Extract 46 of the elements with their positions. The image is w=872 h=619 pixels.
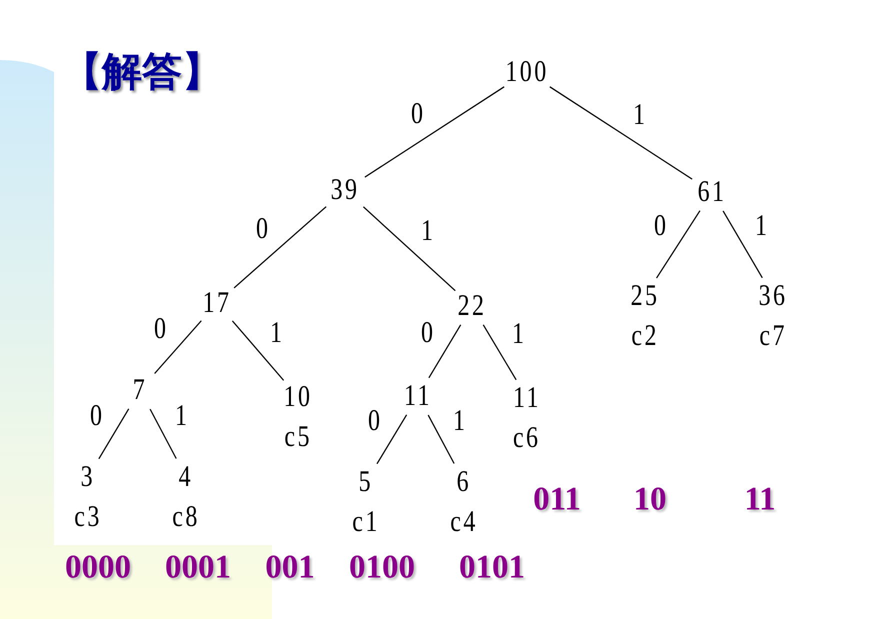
node-value: 22 [458, 289, 486, 323]
tree-branch [428, 414, 455, 464]
code-label: 001 [265, 550, 315, 586]
node-value: 25 [630, 279, 660, 313]
code-label: 0000 [65, 550, 131, 586]
code-label: 0101 [459, 550, 525, 586]
code-label: 0100 [349, 550, 415, 586]
symbol-label: c1 [352, 505, 380, 539]
node-value: 17 [202, 286, 232, 320]
tree-branch [550, 86, 692, 180]
tree-branch [364, 86, 504, 178]
tree-branch [428, 324, 462, 378]
tree-branch [722, 210, 763, 278]
node-value: 10 [284, 380, 312, 414]
code-label: 10 [634, 482, 666, 518]
symbol-label: c5 [284, 420, 312, 454]
node-value: 6 [456, 465, 472, 499]
node-value: 11 [404, 379, 432, 413]
symbol-label: c8 [172, 500, 200, 534]
code-label: 011 [533, 482, 581, 518]
tree-branch [482, 324, 517, 380]
node-value: 5 [358, 465, 374, 499]
node-value: 36 [758, 279, 788, 313]
tree-branch [150, 408, 177, 459]
node-value: 100 [505, 55, 549, 89]
tree-branch [154, 320, 202, 374]
node-value: 11 [513, 381, 541, 415]
symbol-label: c7 [759, 319, 787, 353]
code-label: 0001 [165, 550, 231, 586]
tree-branch [232, 320, 284, 381]
node-value: 7 [132, 373, 148, 407]
node-value: 39 [330, 173, 360, 207]
node-value: 4 [178, 460, 194, 494]
code-label: 11 [744, 482, 776, 518]
symbol-label: c4 [450, 505, 478, 539]
symbol-label: c2 [631, 319, 659, 353]
tree-branch [656, 210, 700, 278]
tree-branch [363, 206, 456, 292]
tree-branch [234, 206, 327, 288]
symbol-label: c6 [513, 421, 541, 455]
node-value: 3 [80, 460, 96, 494]
tree-branch [98, 408, 130, 460]
title: 【解答】 [62, 48, 222, 97]
node-value: 61 [698, 175, 726, 209]
symbol-label: c3 [74, 500, 102, 534]
tree-branch [376, 414, 408, 464]
